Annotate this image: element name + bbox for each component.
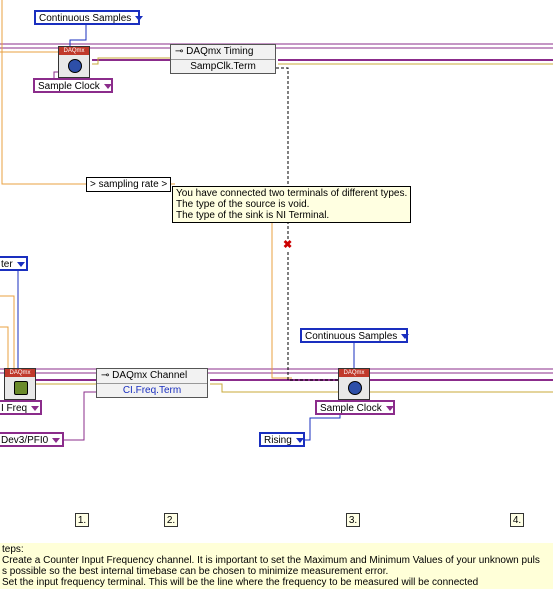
frame-number-4: 4.	[510, 513, 524, 527]
broken-wire-tooltip: You have connected two terminals of diff…	[172, 186, 412, 223]
case-selector[interactable]: > sampling rate >	[86, 177, 172, 192]
task-wire-pfi	[64, 391, 96, 441]
dropdown-arrow-icon	[295, 437, 304, 443]
timing-node-title: DAQmx Timing	[186, 46, 254, 57]
broken-wire-upper	[276, 67, 289, 240]
sample-clock-bottom-ring[interactable]: Sample Clock	[315, 400, 395, 415]
counter-ring-label: ter	[1, 259, 13, 270]
case-selector-label: > sampling rate >	[90, 179, 168, 190]
continuous-samples-bottom-ring[interactable]: Continuous Samples	[300, 328, 410, 343]
notes-comment-box: teps: Create a Counter Input Frequency c…	[0, 543, 553, 589]
daqmx-channel-property-node[interactable]: ⊸ DAQmx Channel CI.Freq.Term	[96, 368, 208, 398]
tooltip-line-1: You have connected two terminals of diff…	[176, 188, 408, 199]
continuous-samples-top-label: Continuous Samples	[39, 13, 132, 24]
dropdown-arrow-icon	[103, 83, 112, 89]
counter-ring[interactable]: ter	[0, 256, 28, 271]
tooltip-line-3: The type of the sink is NI Terminal.	[176, 210, 330, 221]
orange-wire-left2	[0, 326, 9, 372]
dropdown-arrow-icon	[135, 15, 144, 21]
dropdown-arrow-icon	[16, 261, 25, 267]
rising-edge-ring[interactable]: Rising	[259, 432, 305, 447]
frame-number-2: 2.	[164, 513, 178, 527]
daqmx-vi-label: DAQmx	[5, 369, 35, 377]
daqmx-timing-vi[interactable]: DAQmx	[58, 46, 90, 78]
daqmx-vi-label: DAQmx	[59, 47, 89, 55]
channel-node-title: DAQmx Channel	[112, 370, 188, 381]
daqmx-create-channel-vi[interactable]: DAQmx	[4, 368, 36, 400]
bottom-frame-border	[0, 368, 553, 374]
dev3-pfi0-terminal[interactable]: Dev3/PFI0	[0, 432, 64, 447]
clock-icon	[68, 59, 82, 73]
tooltip-line-2: The type of the source is void.	[176, 199, 310, 210]
ci-freq-ring-label: I Freq	[1, 403, 28, 414]
frame-number-1: 1.	[75, 513, 89, 527]
dropdown-arrow-icon	[401, 333, 410, 339]
orange-wire-rate	[1, 0, 88, 185]
property-node-icon: ⊸	[175, 46, 187, 57]
notes-line-1: teps:	[2, 544, 24, 555]
clock-icon	[348, 381, 362, 395]
error-wire-top	[92, 57, 170, 65]
top-frame-border	[0, 43, 553, 49]
dropdown-arrow-icon	[31, 405, 40, 411]
orange-wire-left	[0, 295, 15, 372]
sample-clock-bottom-label: Sample Clock	[320, 403, 382, 414]
dropdown-arrow-icon	[52, 437, 61, 443]
orange-wire-down	[271, 195, 292, 379]
ci-freq-ring[interactable]: I Freq	[0, 400, 42, 415]
broken-wire-lower	[287, 252, 338, 381]
sample-clock-top-label: Sample Clock	[38, 81, 100, 92]
frame-number-3: 3.	[346, 513, 360, 527]
channel-node-property[interactable]: CI.Freq.Term	[122, 385, 182, 396]
error-wire-bottom-out	[210, 383, 553, 393]
daqmx-timing-vi-bottom[interactable]: DAQmx	[338, 368, 370, 400]
counter-icon	[14, 381, 28, 395]
broken-wire-x-icon: ✖	[283, 239, 293, 251]
daqmx-timing-property-node[interactable]: ⊸ DAQmx Timing SampClk.Term	[170, 44, 276, 74]
continuous-samples-top-ring[interactable]: Continuous Samples	[34, 10, 144, 25]
daqmx-vi-label: DAQmx	[339, 369, 369, 377]
dropdown-arrow-icon	[385, 405, 394, 411]
continuous-samples-bottom-label: Continuous Samples	[305, 331, 398, 342]
notes-line-2: Create a Counter Input Frequency channel…	[2, 555, 540, 566]
dev3-pfi0-label: Dev3/PFI0	[1, 435, 49, 446]
notes-line-4: Set the input frequency terminal. This w…	[2, 577, 479, 588]
notes-line-3: s possible so the best internal timebase…	[2, 566, 389, 577]
rising-edge-label: Rising	[264, 435, 292, 446]
sample-clock-top-ring[interactable]: Sample Clock	[33, 78, 113, 93]
property-node-icon: ⊸	[101, 370, 113, 381]
timing-node-property[interactable]: SampClk.Term	[190, 61, 256, 72]
